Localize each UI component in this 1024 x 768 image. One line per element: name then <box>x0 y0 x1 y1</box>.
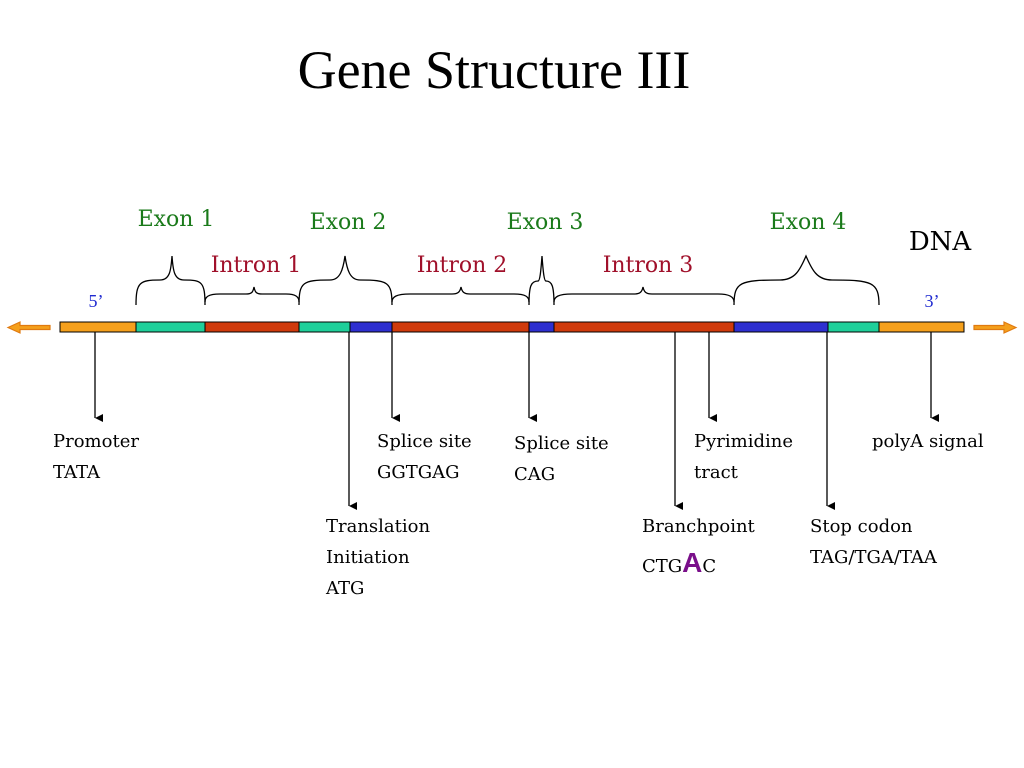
intron-2-segment <box>391 321 530 333</box>
stop-text-2: TAG/TGA/TAA <box>810 547 938 568</box>
intron-1-brace <box>204 286 300 303</box>
exon-3-segment <box>528 321 555 333</box>
exon-2-label: Exon 2 <box>310 210 387 235</box>
translation-text-1: Translation <box>326 516 430 537</box>
stop-text-1: Stop codon <box>810 516 913 537</box>
exon-2-utr-segment <box>298 321 351 333</box>
intron-2-label: Intron 2 <box>417 253 508 278</box>
branchpoint-highlight: A <box>682 547 702 578</box>
exon-4-brace <box>733 254 880 306</box>
exon-4-utr-segment <box>827 321 880 333</box>
pyrimidine-text-1: Pyrimidine <box>694 431 793 452</box>
exon-1-label: Exon 1 <box>138 207 215 232</box>
utr-5-segment <box>59 321 137 333</box>
intron-3-label: Intron 3 <box>603 253 694 278</box>
splice5-text-1: Splice site <box>377 431 472 452</box>
splice5-text-2: GGTGAG <box>377 462 460 483</box>
promoter-text-2: TATA <box>53 462 101 483</box>
dna-strip <box>59 321 965 333</box>
splice3-text-2: CAG <box>514 464 555 485</box>
exon-4-label: Exon 4 <box>770 210 847 235</box>
intron-3-segment <box>553 321 735 333</box>
branchpoint-text-1: Branchpoint <box>642 516 756 537</box>
translation-text-2: Initiation <box>326 547 410 568</box>
branchpoint-prefix: CTG <box>642 556 682 577</box>
pyrimidine-text-2: tract <box>694 462 739 483</box>
exon-3-label: Exon 3 <box>507 210 584 235</box>
intron-3-brace <box>553 286 735 303</box>
exon-1-segment <box>135 321 206 333</box>
page-title: Gene Structure III <box>298 40 691 100</box>
exon-2-brace <box>298 255 393 306</box>
intron-1-segment <box>204 321 300 333</box>
promoter-text-1: Promoter <box>53 431 139 452</box>
exon-4-coding-segment <box>733 321 829 333</box>
intron-2-brace <box>391 286 530 303</box>
exon-3-brace <box>528 255 555 306</box>
exon-2-coding-segment <box>349 321 393 333</box>
utr-3-segment <box>878 321 965 333</box>
left-arrow-icon <box>6 321 51 334</box>
five-prime-label: 5’ <box>89 291 104 311</box>
right-arrow-icon <box>973 321 1018 334</box>
three-prime-label: 3’ <box>925 291 940 311</box>
translation-text-3: ATG <box>325 578 364 599</box>
braces <box>135 254 880 306</box>
branchpoint-sequence: CTGAC <box>642 547 716 578</box>
intron-1-label: Intron 1 <box>211 253 302 278</box>
polya-text: polyA signal <box>872 431 984 452</box>
exon-1-brace <box>135 255 206 306</box>
splice3-text-1: Splice site <box>514 433 609 454</box>
dna-label: DNA <box>909 227 973 257</box>
branchpoint-suffix: C <box>702 556 716 577</box>
